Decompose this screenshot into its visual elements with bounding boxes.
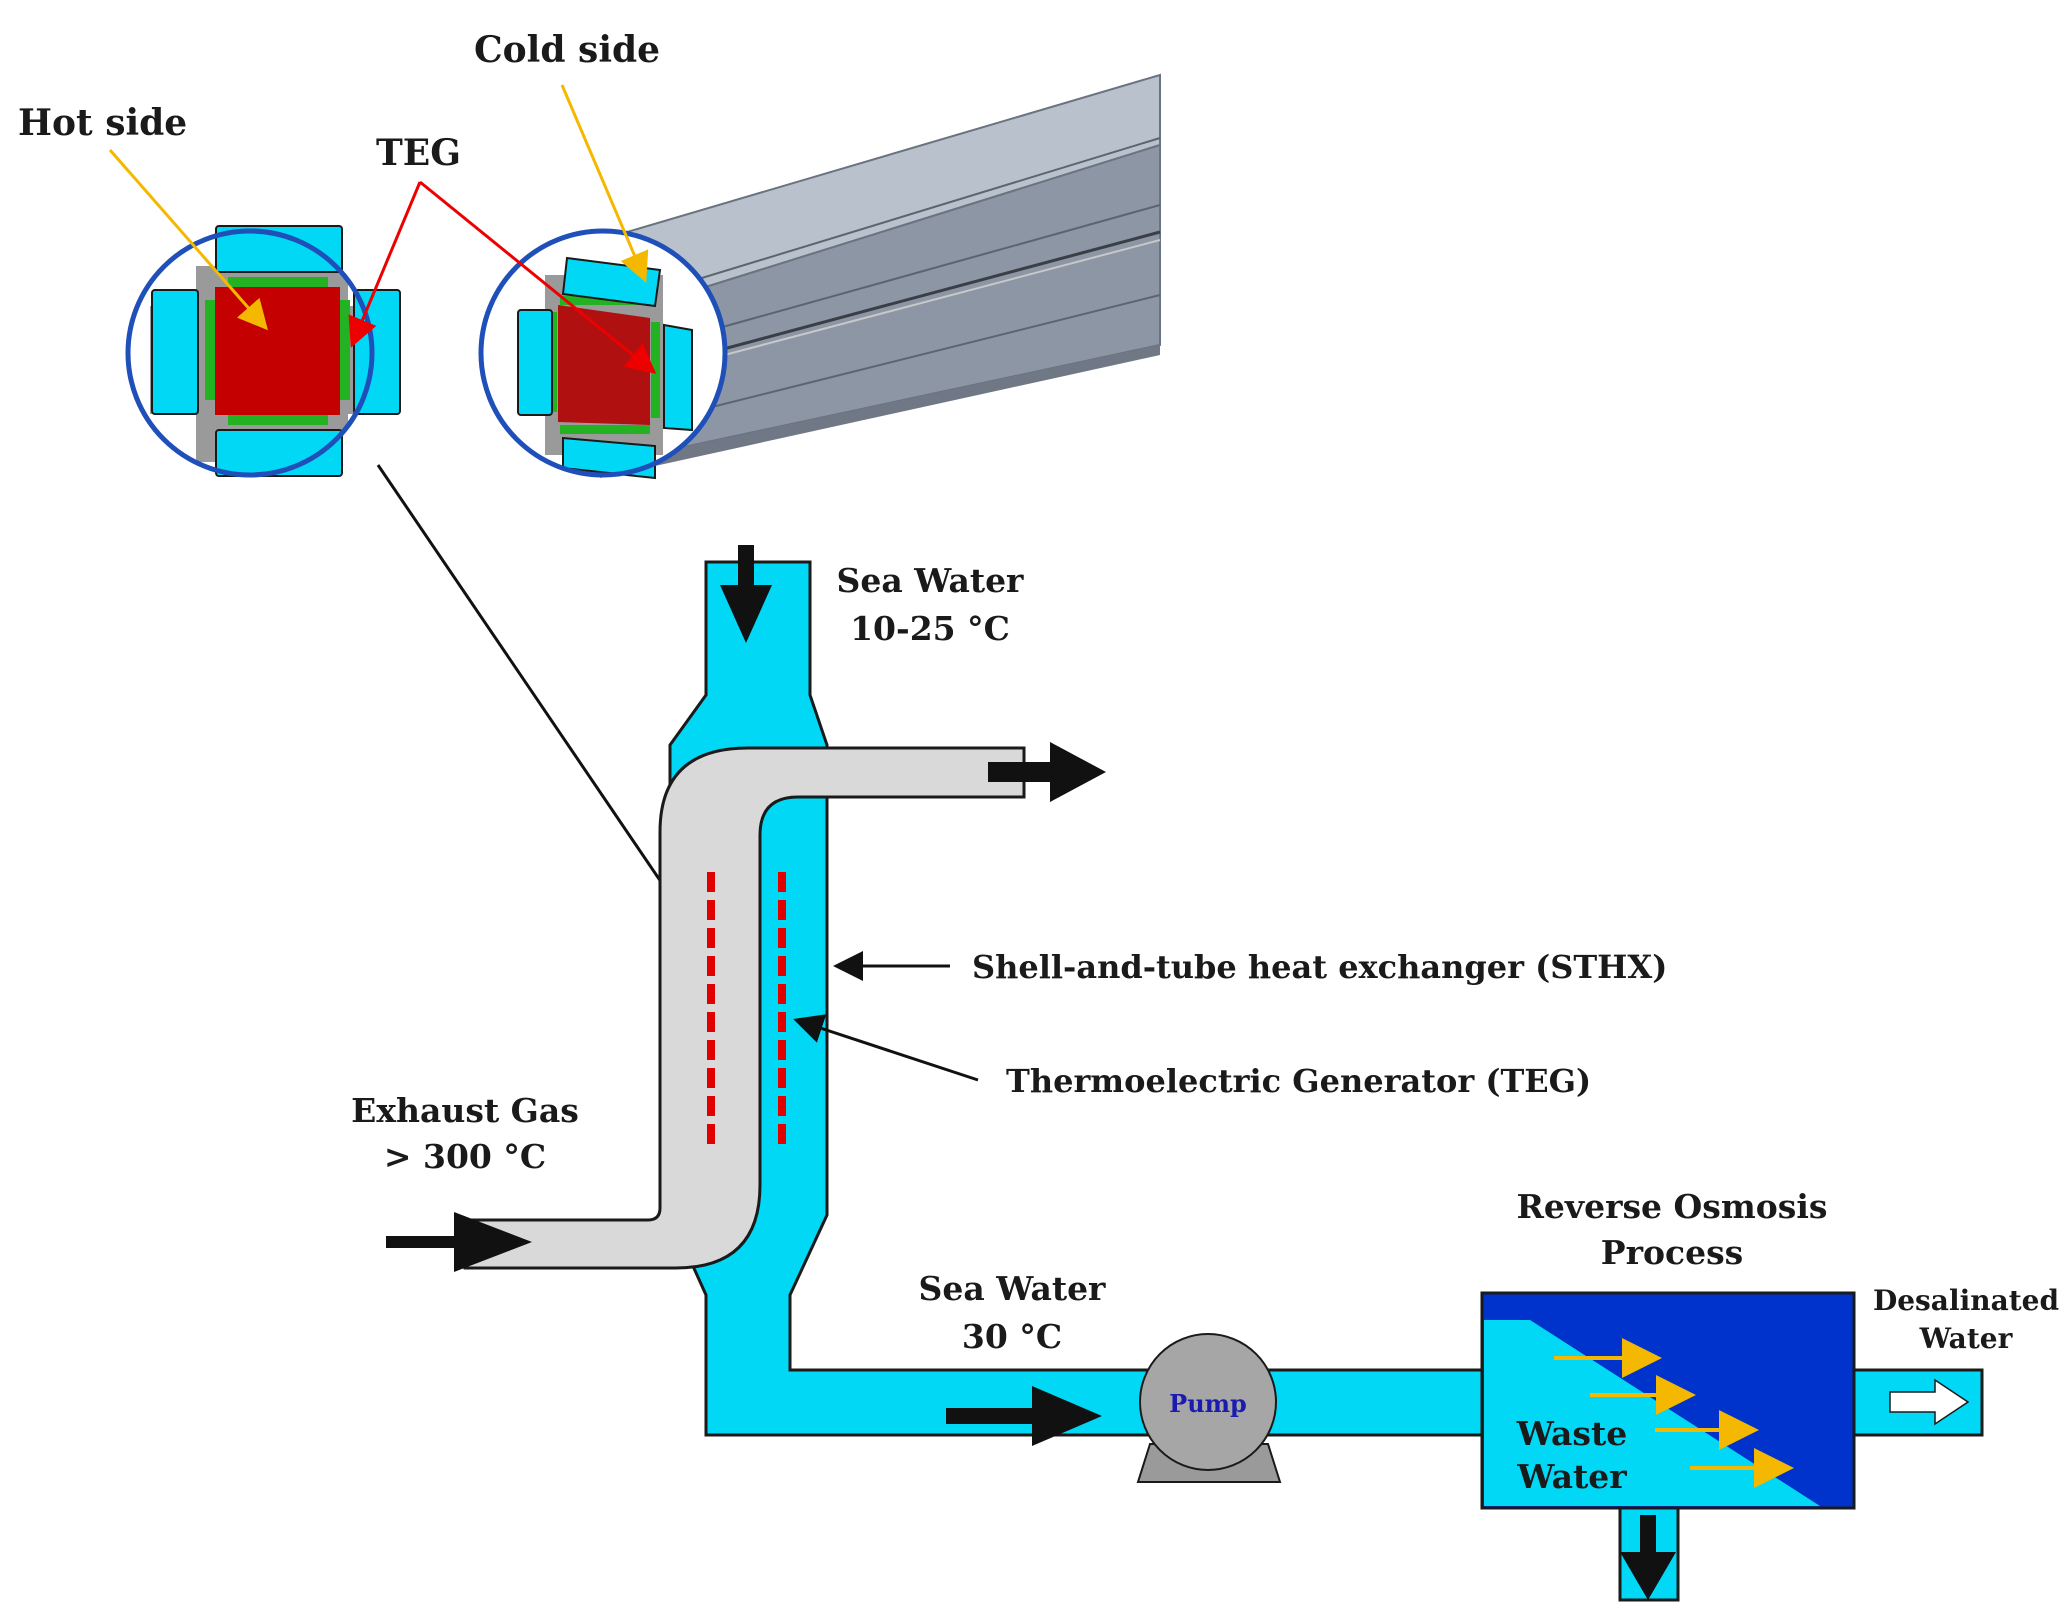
hot-side-label: Hot side [18,102,187,144]
cold-block-left [151,289,199,415]
teg-module-left [205,300,215,400]
cold-block-bottom [215,429,343,477]
cold-side-arrow [560,84,649,283]
cold-block-top [215,225,343,273]
cold-block-right [353,289,401,415]
sea-water-outlet-temp: 30 °C [962,1317,1062,1356]
teg-arrow-right [419,180,657,374]
desalinated-water-arrow [1889,1378,1970,1426]
waste-water-outlet-arrow [1620,1515,1676,1600]
cold-block-right-perspective [663,323,693,432]
ro-process-label: Process [1601,1233,1743,1272]
reverse-osmosis-vessel [1480,1291,1984,1602]
cross-section-circle-right [478,228,728,480]
rectangular-duct [599,73,1161,478]
waste-label: Waste [1516,1414,1627,1453]
desalinated-label: Desalinated [1873,1284,2059,1317]
exhaust-gas-label: Exhaust Gas [351,1091,579,1130]
cross-section-circle-left [125,225,401,478]
pump [1136,1333,1282,1483]
sea-water-outlet-label: Sea Water [919,1269,1107,1308]
exhaust-inlet-arrow [386,1212,532,1272]
waste-water-label: Water [1516,1457,1627,1496]
exhaust-outlet-arrow [988,742,1106,802]
sea-water-inlet-arrow [720,545,772,643]
labels: Hot side TEG Cold side Sea Water 10-25 °… [18,29,2059,1496]
cold-side-label: Cold side [474,29,660,71]
sea-water-inlet-temp: 10-25 °C [850,609,1010,648]
hot-side-block [215,287,340,415]
heat-exchanger-shell [668,560,1607,1437]
teg-module-bottom [228,415,328,425]
hot-side-block-perspective [558,305,650,425]
sea-water-outlet-arrow [946,1386,1102,1446]
sthx-label: Shell-and-tube heat exchanger (STHX) [972,948,1667,986]
teg-label: TEG [376,132,461,174]
teg-arrow-left [348,181,422,348]
exhaust-gas-temp: > 300 °C [384,1137,546,1176]
sea-water-inlet-label: Sea Water [837,561,1025,600]
desalinated-water-label: Water [1919,1322,2014,1355]
cold-block-left-perspective [517,309,553,416]
teg-pointer [793,1014,979,1082]
cold-block-bottom-perspective [562,436,656,480]
pump-label: Pump [1169,1389,1247,1418]
teg-full-label: Thermoelectric Generator (TEG) [1006,1062,1591,1100]
teg-module-right [340,300,350,400]
flow-arrows [386,545,1676,1600]
exhaust-pipe [463,746,1026,1270]
waste-water-region [1484,1320,1820,1506]
ro-label: Reverse Osmosis [1517,1187,1828,1226]
teg-module-top [228,277,328,287]
zoom-callout-line [376,464,714,960]
hot-side-arrow [108,149,268,331]
